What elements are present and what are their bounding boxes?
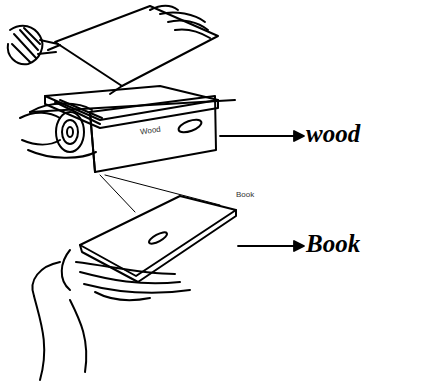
part-label: wood <box>306 120 360 148</box>
part-name: Wood <box>139 125 161 137</box>
leader-arrow <box>220 131 304 251</box>
part-name: Book <box>236 190 254 199</box>
wood-block <box>20 96 220 212</box>
book-on-table <box>8 6 235 128</box>
part-label: Book <box>306 230 360 258</box>
book-held <box>32 196 236 380</box>
